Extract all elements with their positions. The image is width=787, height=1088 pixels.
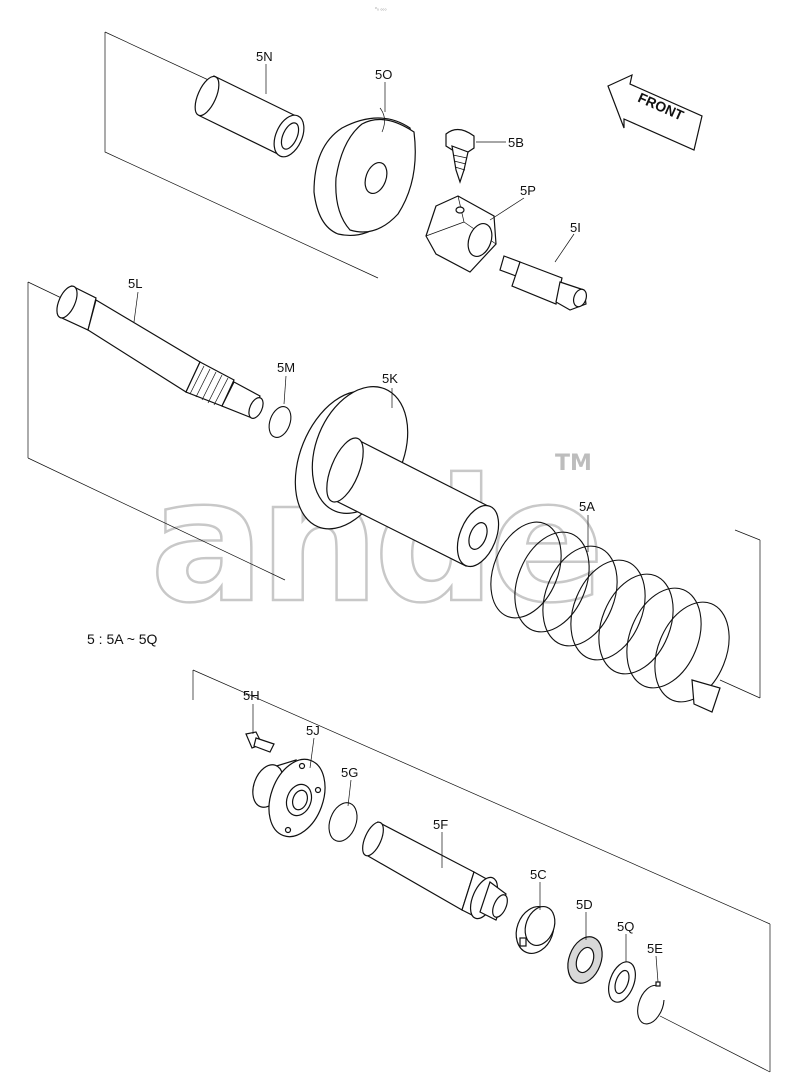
part-5j-flange xyxy=(252,758,326,838)
label-5n: 5N xyxy=(256,49,273,64)
part-5p-hex xyxy=(425,195,497,273)
label-5i: 5I xyxy=(570,220,581,235)
part-5l-pin xyxy=(56,285,264,419)
top-mark: ᵒ₀ ₀₀₀ xyxy=(375,6,387,12)
middle-group-frame xyxy=(27,281,761,699)
part-labels: 5N 5O 5B 5P 5I 5L 5M 5K 5A 5H 5J 5G 5F 5… xyxy=(128,49,663,956)
part-5a-spring xyxy=(490,521,730,713)
label-5b: 5B xyxy=(508,135,524,150)
part-5o-plate xyxy=(313,107,416,236)
part-5k-yoke xyxy=(294,386,500,568)
range-note: 5 : 5A ~ 5Q xyxy=(87,631,158,647)
part-5g-oring xyxy=(328,802,358,842)
label-5g: 5G xyxy=(341,765,358,780)
label-5d: 5D xyxy=(576,897,593,912)
part-5c-bushing xyxy=(515,906,556,954)
front-arrow: FRONT xyxy=(607,73,703,151)
label-5c: 5C xyxy=(530,867,547,882)
part-5n-sleeve xyxy=(194,75,305,158)
part-5f-pin xyxy=(362,821,508,921)
part-5i-fitting xyxy=(499,255,588,311)
watermark-trademark: TM xyxy=(555,451,592,476)
label-5k: 5K xyxy=(382,371,398,386)
label-5q: 5Q xyxy=(617,919,634,934)
part-5q-washer xyxy=(608,961,636,1003)
bottom-group-frame xyxy=(192,669,771,1073)
label-5e: 5E xyxy=(647,941,663,956)
label-5f: 5F xyxy=(433,817,448,832)
label-5m: 5M xyxy=(277,360,295,375)
label-5l: 5L xyxy=(128,276,142,291)
part-5b-bolt xyxy=(445,128,475,184)
part-5e-snapring xyxy=(637,981,665,1025)
label-5j: 5J xyxy=(306,723,320,738)
part-5m-oring xyxy=(268,406,292,438)
label-5o: 5O xyxy=(375,67,392,82)
part-5d-seal xyxy=(567,936,603,984)
label-5h: 5H xyxy=(243,688,260,703)
leader-lines xyxy=(133,64,659,983)
label-5a: 5A xyxy=(579,499,595,514)
part-5h-bolt xyxy=(245,731,275,753)
label-5p: 5P xyxy=(520,183,536,198)
